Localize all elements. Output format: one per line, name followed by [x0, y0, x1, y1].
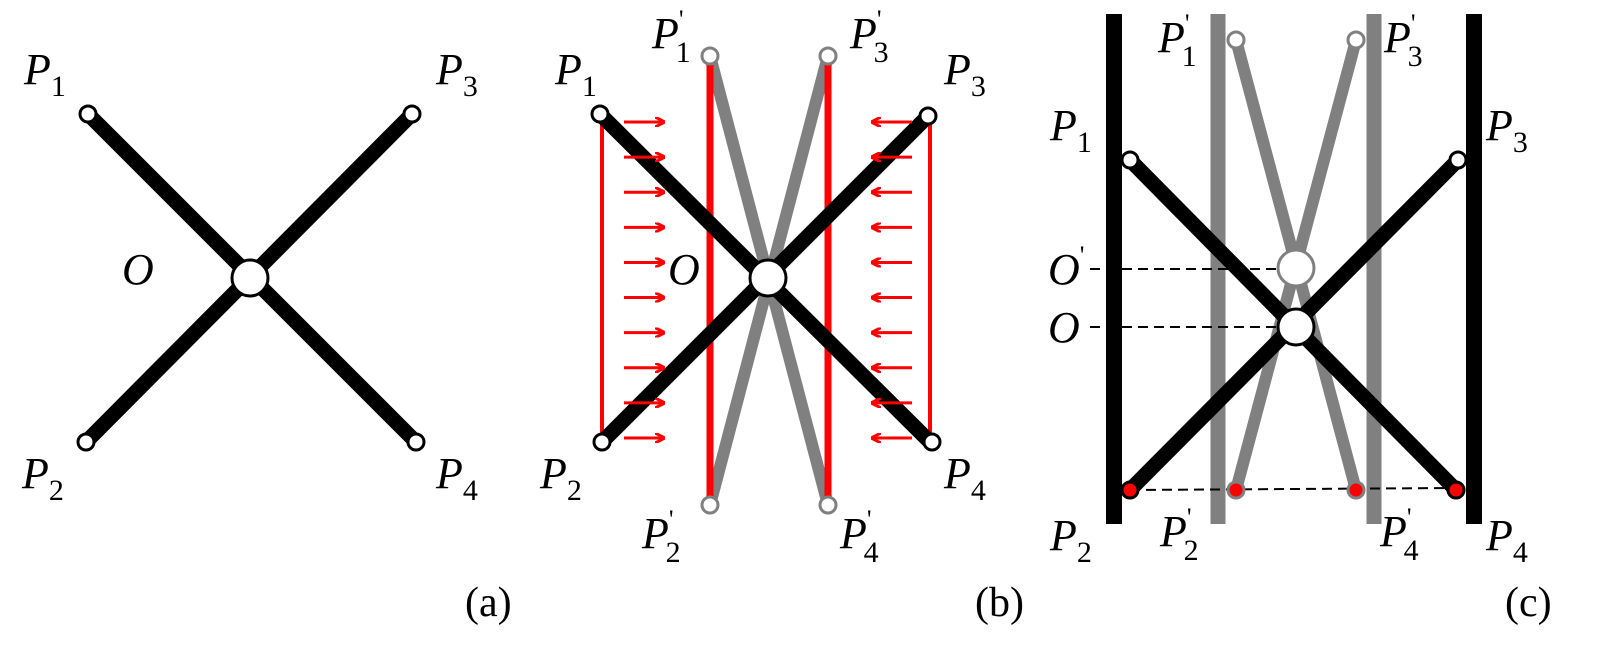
- panel-c: P1 P3 P2 P4 P'1 P'3 P'2 P'4 O' O (c): [1048, 9, 1552, 626]
- panel-c-label-p3: P3: [1485, 101, 1528, 159]
- panel-c-contact-p2p: [1226, 480, 1246, 500]
- panel-c-joint-p3: [1448, 150, 1468, 170]
- panel-b-joint-p1p: [700, 46, 720, 66]
- panel-b-joint-p2p: [700, 495, 720, 515]
- panel-b-label-o: O: [668, 245, 700, 294]
- panel-c-label-p2p: P'2: [1159, 503, 1199, 567]
- panel-a-label-p2: P2: [21, 449, 64, 507]
- panel-a-label-p1: P1: [23, 45, 66, 103]
- panel-a-label-o: O: [122, 245, 154, 294]
- panel-c-label-o: O: [1048, 303, 1080, 352]
- panel-b-caption: (b): [975, 580, 1024, 626]
- panel-b-center-pivot: [748, 258, 788, 298]
- panel-c-label-p1: P1: [1049, 101, 1092, 159]
- panel-b-label-p3p: P'3: [849, 5, 889, 69]
- panel-b-joint-p2: [592, 432, 612, 452]
- panel-a-joint-p4: [406, 432, 426, 452]
- panel-c-contact-p2: [1120, 480, 1140, 500]
- panel-c-label-p3p: P'3: [1383, 9, 1423, 73]
- panel-c-joint-p1p: [1226, 30, 1246, 50]
- panel-c-label-p1p: P'1: [1157, 9, 1197, 73]
- panel-c-label-p4p: P'4: [1379, 503, 1419, 567]
- panel-c-caption: (c): [1505, 580, 1552, 626]
- panel-b-label-p4p: P'4: [839, 505, 879, 569]
- panel-b-label-p3: P3: [943, 45, 986, 103]
- panel-c-label-o-prime: O': [1048, 241, 1084, 294]
- panel-a-label-p4: P4: [435, 449, 478, 507]
- panel-b-label-p4: P4: [943, 449, 986, 507]
- panel-b-arrows-right-pointing: [624, 122, 664, 438]
- panel-a: P1 P3 P2 P4 O (a): [21, 45, 512, 626]
- panel-c-label-p2: P2: [1049, 511, 1092, 569]
- panel-b-label-p1: P1: [554, 45, 597, 103]
- panel-a-joint-p3: [402, 104, 422, 124]
- panel-c-label-p4: P4: [1485, 511, 1528, 569]
- panel-c-center-pivot: [1276, 307, 1316, 347]
- panel-c-center-pivot-prime: [1276, 248, 1316, 288]
- panel-b-arrows-left-pointing: [872, 122, 912, 438]
- panel-b-label-p2p: P'2: [641, 505, 681, 569]
- panel-c-joint-p3p: [1346, 30, 1366, 50]
- panel-c-contact-p4: [1446, 480, 1466, 500]
- panel-b: P1 P3 P2 P4 P'1 P'3 P'2 P'4 O (b): [539, 5, 1024, 626]
- panel-b-joint-p4p: [818, 495, 838, 515]
- panel-a-caption: (a): [465, 580, 512, 626]
- panel-b-label-p2: P2: [539, 449, 582, 507]
- panel-b-joint-p3p: [818, 46, 838, 66]
- panel-c-joint-p1: [1120, 150, 1140, 170]
- panel-c-contact-p4p: [1346, 480, 1366, 500]
- panel-a-joint-p1: [78, 104, 98, 124]
- panel-b-joint-p1: [590, 104, 610, 124]
- panel-a-center-pivot: [230, 258, 270, 298]
- panel-b-joint-p4: [922, 432, 942, 452]
- panel-b-joint-p3: [918, 106, 938, 126]
- panel-b-label-p1p: P'1: [651, 5, 691, 69]
- panel-a-joint-p2: [76, 432, 96, 452]
- panel-a-label-p3: P3: [435, 45, 478, 103]
- panel-c-dashed-bottom: [1129, 487, 1457, 491]
